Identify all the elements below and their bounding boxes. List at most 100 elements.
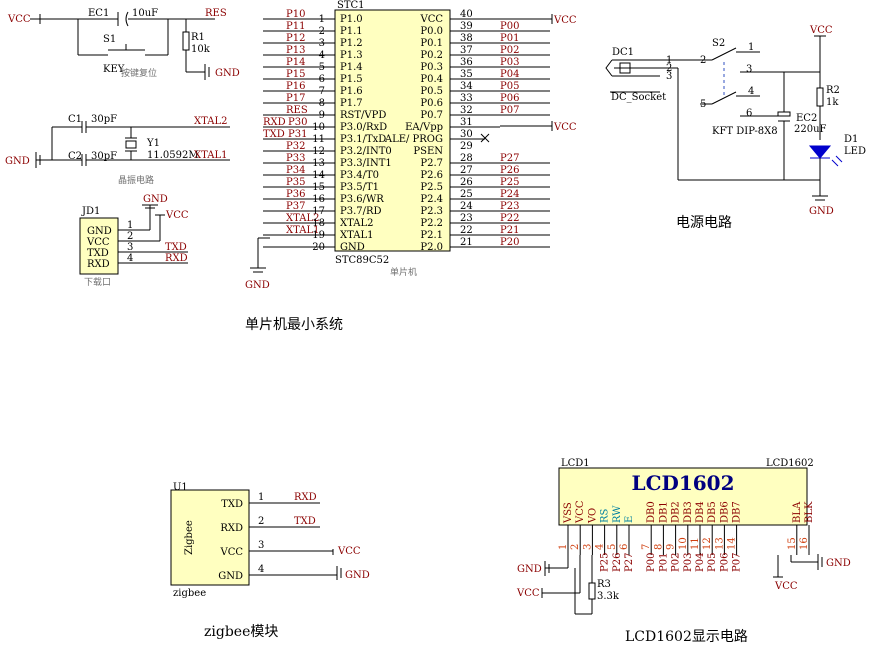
lcd-pin-name: DB4 — [695, 501, 706, 523]
mcu-right-pin-number: 32 — [460, 105, 473, 116]
zigbee-body-label: Zigbee — [184, 520, 195, 555]
lcd-pin-net: P25 — [600, 553, 611, 572]
lcd-pin-net: P00 — [646, 553, 657, 572]
lcd-pin-name: DB5 — [707, 501, 718, 523]
jd1-pin-name: GND — [87, 226, 112, 237]
mcu-right-net: P00 — [500, 21, 519, 32]
zigbee-pin-number: 2 — [258, 516, 264, 527]
mcu-left-pin-number: 12 — [312, 146, 325, 157]
mcu-left-pin-name: P3.4/T0 — [340, 170, 379, 181]
lcd-pin-net: P06 — [719, 553, 730, 572]
mcu-right-pin-name: P0.5 — [420, 86, 443, 97]
r1-ref: R1 — [191, 32, 205, 43]
lcd-pin-net: P02 — [671, 553, 682, 572]
reset-circuit: VCC EC1 10uF RES S1 KEY 按键复位 R1 10k GND — [7, 8, 240, 80]
power-section-title: 电源电路 — [676, 215, 732, 231]
mcu-left-pin-number: 10 — [312, 122, 325, 133]
mcu-left-pin-number: 19 — [312, 230, 325, 241]
mcu-left-net: XTAL2 — [286, 213, 319, 224]
zigbee-gnd-label: GND — [345, 570, 370, 581]
jd1-ref: JD1 — [81, 206, 100, 217]
mcu-right-pin-name: P2.1 — [420, 230, 443, 241]
mcu-right-net: P21 — [500, 225, 519, 236]
mcu-right-pin-number: 31 — [460, 117, 473, 128]
lcd-pin-name: BLK — [804, 501, 815, 523]
reset-vcc-label: VCC — [7, 14, 31, 25]
reset-gnd-label: GND — [215, 68, 240, 79]
mcu-right-net: P01 — [500, 33, 519, 44]
s1-name: KEY — [103, 64, 125, 75]
mcu-section-title: 单片机最小系统 — [245, 317, 343, 333]
mcu-body — [334, 9, 451, 252]
lcd-pin-name: DB3 — [683, 501, 694, 523]
mcu-left-pin-name: P1.3 — [340, 50, 363, 61]
zigbee-pin-name: GND — [218, 571, 243, 582]
mcu-left-net: P36 — [286, 189, 305, 200]
zigbee-section-title: zigbee模块 — [204, 624, 278, 640]
zigbee-part: zigbee — [173, 588, 206, 599]
lcd-pin-number: 4 — [595, 544, 606, 550]
mcu-right-pin-name: P2.7 — [420, 158, 443, 169]
mcu-vcc-label: VCC — [553, 15, 577, 26]
s1-ref: S1 — [103, 34, 116, 45]
ec1-ref: EC1 — [88, 8, 109, 19]
mcu-left-pin-number: 4 — [319, 50, 325, 61]
s2-pin-4: 4 — [748, 86, 754, 97]
mcu-left-net: P10 — [286, 9, 305, 20]
mcu-left-pin-number: 2 — [319, 26, 325, 37]
mcu-left-net: RXD — [263, 117, 286, 128]
mcu-left-net: P37 — [286, 201, 305, 212]
mcu-left-pin-name: P3.1/TxD — [340, 134, 386, 145]
mcu-right-pin-number: 23 — [460, 213, 473, 224]
mcu-left-net: P16 — [286, 81, 305, 92]
lcd-pin-number: 1 — [558, 544, 569, 550]
lcd-pin-number: 14 — [727, 537, 738, 550]
mcu-left-pin-name: XTAL2 — [340, 218, 373, 229]
lcd-pin-name: DB2 — [671, 501, 682, 523]
mcu-right-net: P22 — [500, 213, 519, 224]
reset-caption: 按键复位 — [121, 67, 157, 79]
mcu-left-pin-name: XTAL1 — [340, 230, 373, 241]
mcu-left-pin-name: P3.3/INT1 — [340, 158, 392, 169]
lcd-pin-number: 11 — [690, 537, 701, 550]
mcu-right-pin-name: P0.4 — [420, 74, 443, 85]
mcu-left-net: P33 — [286, 153, 305, 164]
mcu-left-pin-number: 8 — [319, 98, 325, 109]
mcu-left-pin-name: P3.2/INT0 — [340, 146, 392, 157]
r3-value: 3.3k — [597, 591, 620, 602]
lcd-section-title: LCD1602显示电路 — [625, 629, 748, 645]
lcd-vcc2-label: VCC — [774, 581, 798, 592]
mcu-left-pin-number: 13 — [312, 158, 325, 169]
r2-value: 1k — [826, 97, 839, 108]
mcu-right-net: P20 — [500, 237, 519, 248]
lcd-pin-name: VO — [587, 508, 598, 524]
mcu-left-pin-name: GND — [340, 242, 365, 253]
r3-ref: R3 — [597, 579, 611, 590]
mcu-left-pin-name: P1.7 — [340, 98, 363, 109]
jd1-pin-name: TXD — [87, 248, 109, 259]
mcu-left-pin-name: P1.0 — [340, 14, 363, 25]
mcu-right-pin-name: P0.2 — [420, 50, 443, 61]
jd1-body — [79, 217, 119, 275]
jd1-pin-number: 3 — [127, 242, 133, 253]
mcu-left-net: P35 — [286, 177, 305, 188]
mcu-right-pin-number: 40 — [460, 9, 473, 20]
mcu-left-net: P17 — [286, 93, 305, 104]
mcu-left-pin-number: 16 — [312, 194, 325, 205]
mcu-right-pin-number: 39 — [460, 21, 473, 32]
mcu-right-pin-name: P2.6 — [420, 170, 443, 181]
reset-res-net: RES — [205, 8, 227, 19]
lcd-part: LCD1602 — [766, 458, 814, 469]
lcd-pin-number: 10 — [678, 537, 689, 550]
mcu-left-pin-name: P3.7/RD — [340, 206, 382, 217]
s2-pin-3: 3 — [746, 64, 752, 75]
lcd-pin-net: P01 — [658, 553, 669, 572]
mcu-right-net: P24 — [500, 189, 519, 200]
mcu-left-net2: P31 — [288, 129, 307, 140]
mcu-right-net: P02 — [500, 45, 519, 56]
r2-ref: R2 — [826, 85, 840, 96]
s2-pin-1: 1 — [748, 42, 754, 53]
power-circuit: DC1 DC_Socket 1 2 3 S2 2 1 3 5 4 6 KFT D… — [605, 25, 866, 231]
